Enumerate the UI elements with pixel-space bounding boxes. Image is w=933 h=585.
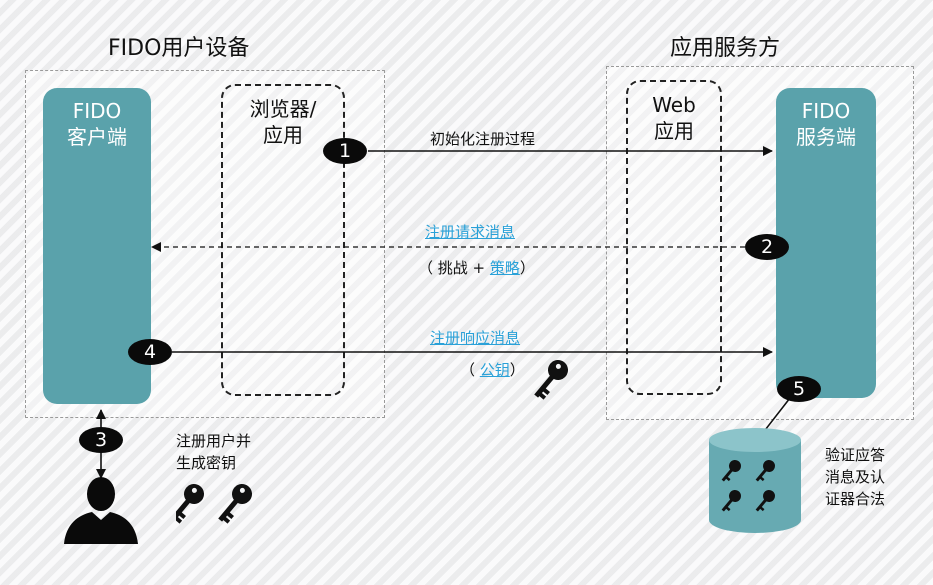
close-paren: ） [519,259,535,277]
msg-register-request-sub: （ 挑战 + 策略） [418,257,535,278]
open-paren: （ [460,361,480,379]
public-key-link[interactable]: 公钥 [479,361,510,379]
web-app-line1: Web [652,93,696,117]
browser-app-line1: 浏览器/ [249,97,317,121]
msg-register-response-link[interactable]: 注册响应消息 [430,329,521,347]
note-verify-line3: 证器合法 [825,490,886,508]
note-register-user-line1: 注册用户并 [176,432,252,450]
note-verify: 验证应答 消息及认 证器合法 [825,444,885,510]
web-app-box: Web 应用 [626,80,722,395]
step-4-badge: 4 [128,339,172,365]
key-icon [534,360,568,400]
note-register-user-line2: 生成密钥 [176,454,237,472]
database-icon [709,428,801,533]
left-group-title: FIDO用户设备 [108,36,250,61]
key-icon [218,484,252,524]
step-5-badge: 5 [777,376,821,402]
right-group-title: 应用服务方 [670,36,781,61]
user-keys [176,484,252,524]
fido-server-line2: 服务端 [796,125,856,149]
user-silhouette-icon [64,477,138,544]
step-1-badge: 1 [323,138,367,164]
note-verify-line1: 验证应答 [825,446,886,464]
close-paren-2: ） [509,361,525,379]
challenge-text: （ 挑战 + [418,259,490,277]
msg-init-registration: 初始化注册过程 [430,130,536,148]
msg-register-request-link[interactable]: 注册请求消息 [425,223,516,241]
step-3-badge: 3 [79,427,123,453]
key-icon [176,484,204,524]
policy-link[interactable]: 策略 [489,259,520,277]
fido-server-box: FIDO 服务端 [776,88,876,398]
fido-client-line2: 客户端 [67,125,127,149]
fido-server-line1: FIDO [801,99,851,123]
note-register-user: 注册用户并 生成密钥 [176,430,251,474]
msg-register-response-sub: （ 公钥） [460,359,525,380]
fido-client-line1: FIDO [72,99,122,123]
step-2-badge: 2 [745,234,789,260]
web-app-line2: 应用 [654,119,694,143]
browser-app-box: 浏览器/ 应用 [221,84,345,396]
note-verify-line2: 消息及认 [825,468,886,486]
browser-app-line2: 应用 [263,123,303,147]
